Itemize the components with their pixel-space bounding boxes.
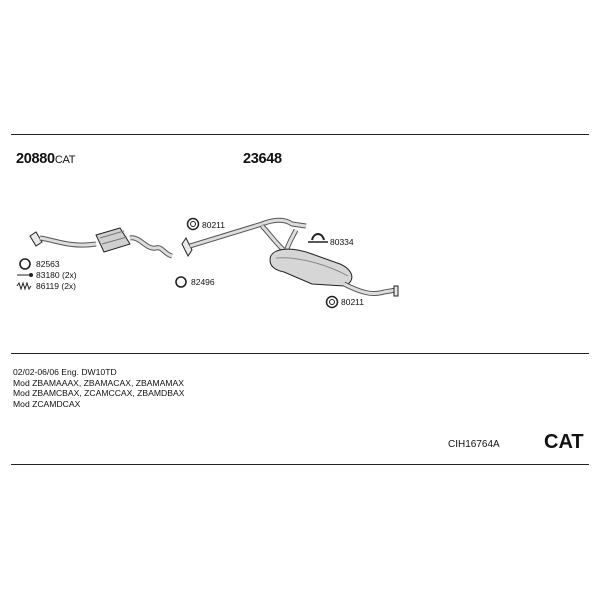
label-82496: 82496: [191, 277, 215, 287]
part-icon-80211-bottom: [325, 295, 339, 309]
label-80334: 80334: [330, 237, 354, 247]
label-83180: 83180 (2x): [36, 270, 77, 280]
part-icon-80334: [308, 233, 328, 243]
application-line: Mod ZBAMCBAX, ZCAMCCAX, ZBAMDBAX: [13, 388, 185, 399]
rear-silencer-drawing: [269, 248, 399, 297]
label-80211-bottom: 80211: [341, 297, 365, 307]
part-number-20880: 20880CAT: [16, 152, 75, 167]
label-86119: 86119 (2x): [36, 281, 77, 291]
part-number-value: 23648: [243, 151, 282, 167]
application-line: Mod ZCAMDCAX: [13, 398, 81, 409]
bottom-border-line: [11, 464, 589, 465]
part-number-suffix: CAT: [54, 154, 76, 166]
part-icon-86119: [16, 281, 32, 291]
application-line: 02/02-06/06 Eng. DW10TD: [13, 367, 117, 377]
part-icon-82563: [19, 258, 31, 270]
part-icon-82496: [175, 276, 187, 288]
part-icon-80211-top: [186, 217, 200, 231]
part-number-23648: 23648: [243, 152, 282, 167]
kit-type-label: CAT: [544, 431, 584, 453]
middle-divider-line: [11, 353, 589, 354]
top-border-line: [11, 134, 589, 135]
part-icon-83180: [17, 273, 33, 277]
label-80211-top: 80211: [202, 220, 226, 230]
front-pipe-catalyst-drawing: [29, 227, 173, 259]
application-list: 02/02-06/06 Eng. DW10TD Mod ZBAMAAAX, ZB…: [13, 367, 184, 409]
label-82563: 82563: [36, 259, 60, 269]
kit-code: CIH16764A: [448, 439, 500, 450]
application-line: Mod ZBAMAAAX, ZBAMACAX, ZBAMAMAX: [13, 377, 184, 388]
part-number-value: 20880: [16, 151, 55, 167]
